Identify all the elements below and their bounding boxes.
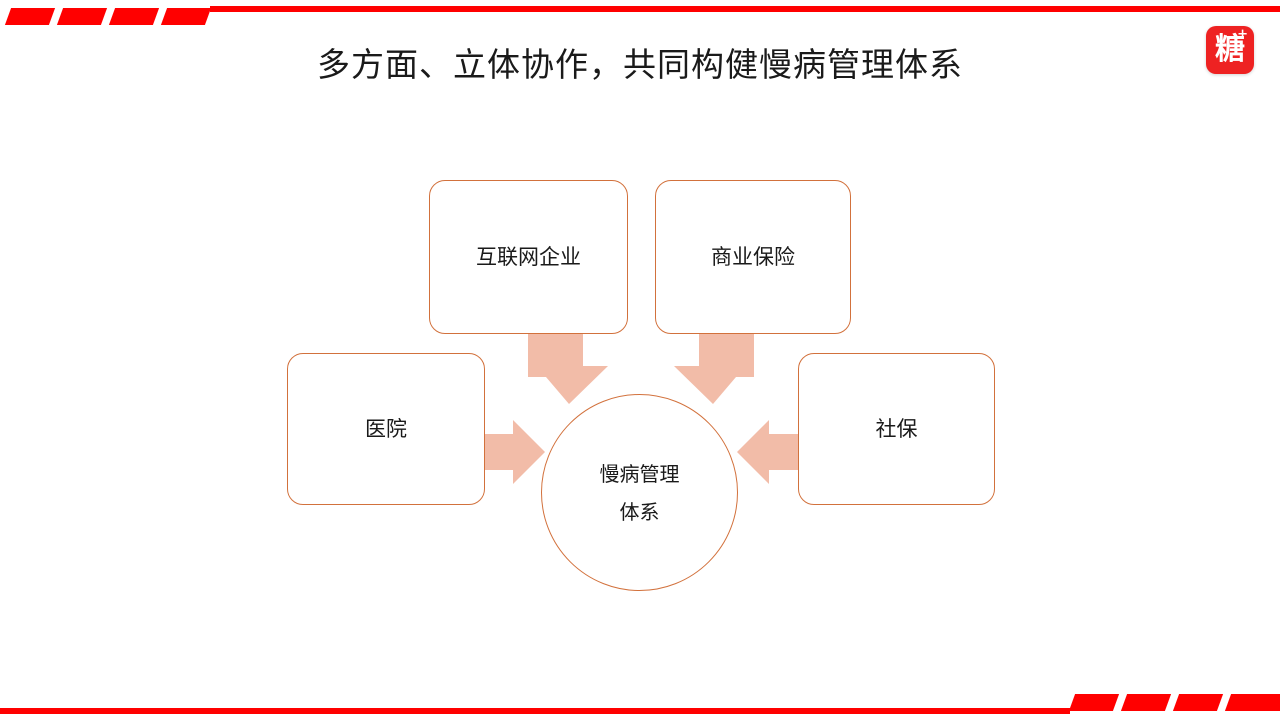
bottom-parallelogram-4: [1224, 694, 1280, 711]
bottom-parallelogram-1: [1068, 694, 1120, 711]
top-parallelogram-2: [56, 8, 108, 25]
node-hospital-label: 医院: [365, 416, 407, 441]
bottom-parallelogram-3: [1172, 694, 1224, 711]
node-hospital[interactable]: 医院: [287, 353, 485, 505]
top-red-rule: [0, 6, 1280, 12]
arrow-internet-to-hub: [528, 334, 608, 404]
arrow-social-to-hub: [737, 420, 806, 484]
bottom-rule-mask: [1070, 706, 1280, 716]
node-insurance-label: 商业保险: [711, 244, 795, 269]
arrow-insurance-to-hub: [674, 334, 754, 404]
brand-logo: 糖 +: [1206, 26, 1254, 74]
hub-label-line-2: 体系: [619, 499, 660, 524]
node-internet[interactable]: 互联网企业: [429, 180, 628, 334]
node-social[interactable]: 社保: [798, 353, 995, 505]
node-social-label: 社保: [875, 416, 918, 441]
brand-logo-char: 糖: [1215, 32, 1245, 67]
top-parallelogram-4: [160, 8, 212, 25]
bottom-parallelogram-2: [1120, 694, 1172, 711]
brand-logo-plus-icon: +: [1237, 27, 1248, 42]
node-insurance[interactable]: 商业保险: [655, 180, 851, 334]
hub-label-line-1: 慢病管理: [599, 461, 680, 486]
page-title: 多方面、立体协作，共同构健慢病管理体系: [317, 45, 963, 84]
bottom-red-rule: [0, 708, 1280, 714]
node-internet-label: 互联网企业: [476, 244, 581, 269]
top-parallelogram-3: [108, 8, 160, 25]
arrow-hospital-to-hub: [476, 420, 545, 484]
node-hub-chronic-disease-management[interactable]: 慢病管理 体系: [541, 394, 738, 591]
top-parallelogram-1: [4, 8, 56, 25]
